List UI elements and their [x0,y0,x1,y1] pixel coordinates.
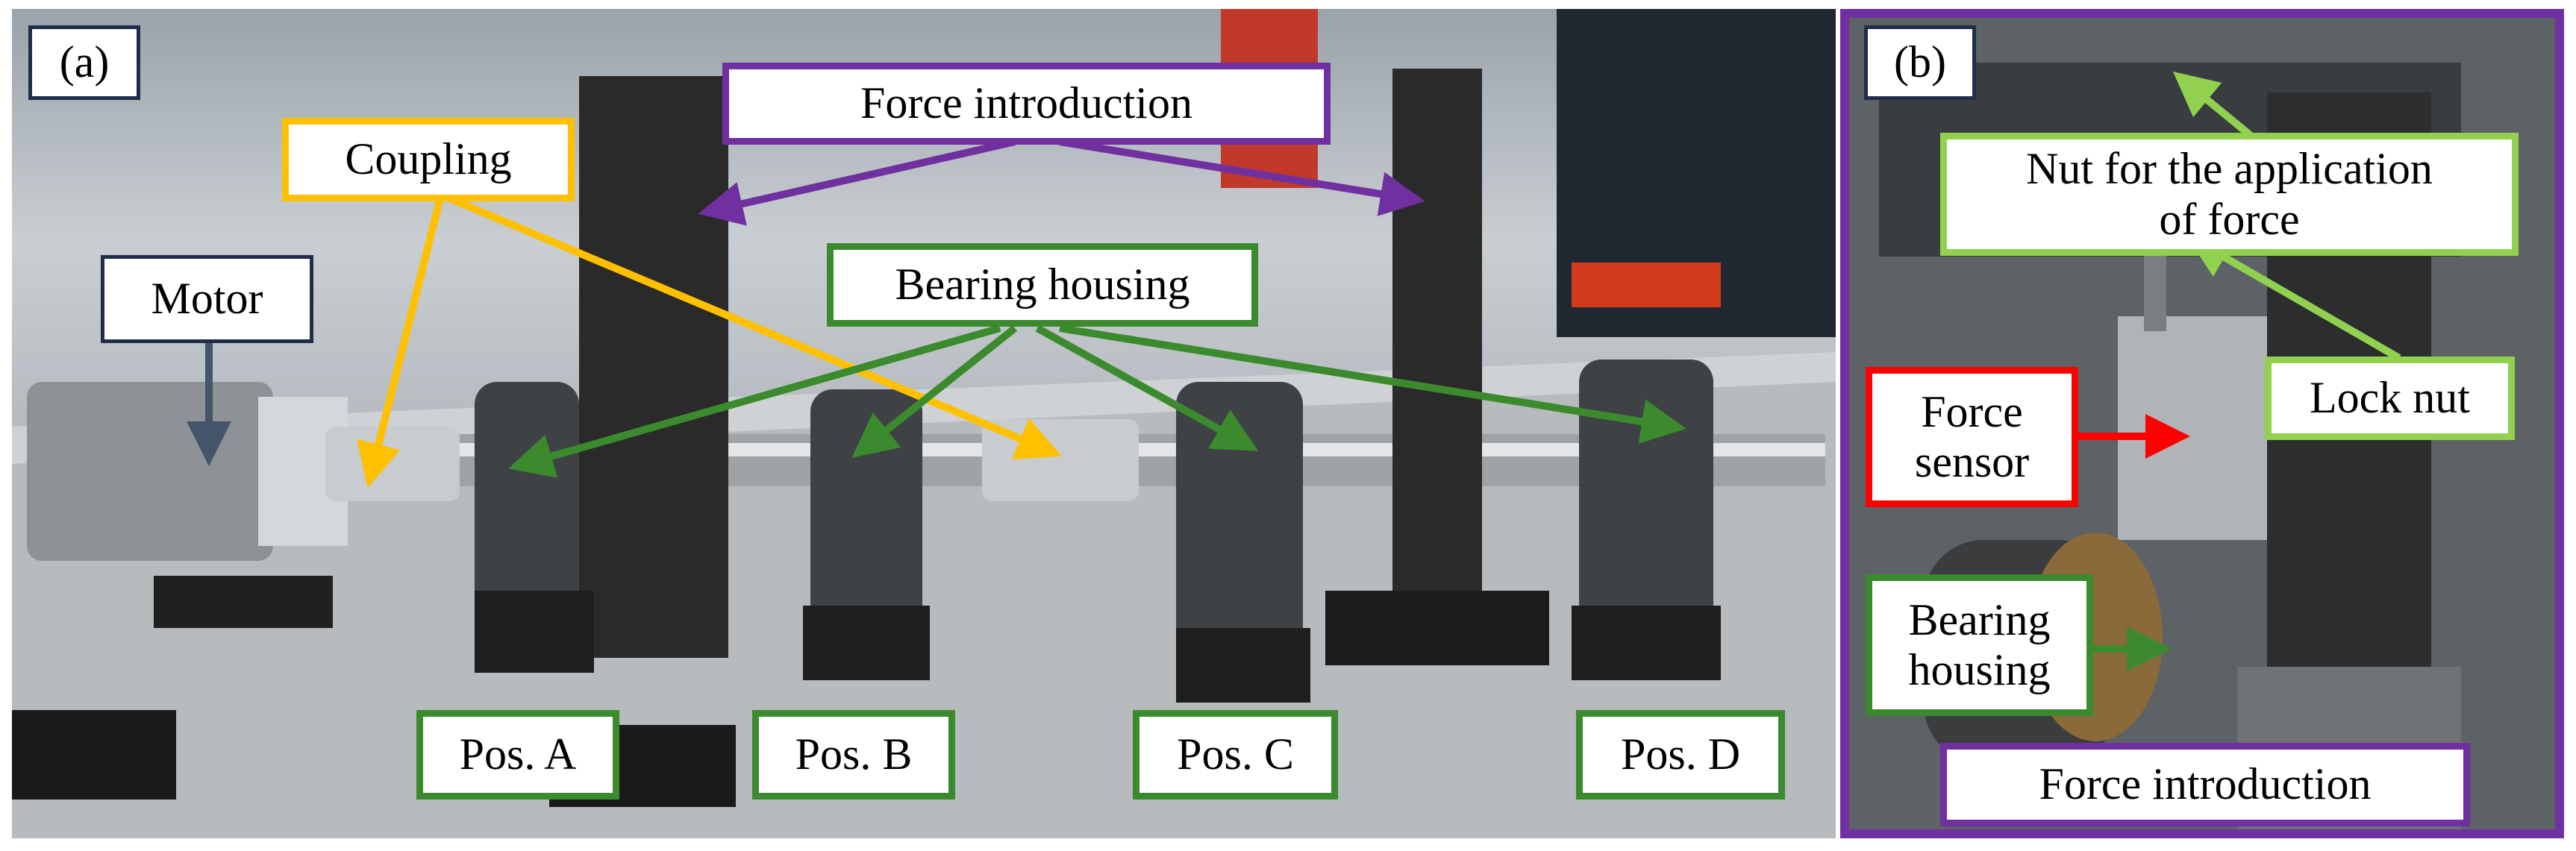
label-motor: Motor [101,255,313,343]
label-pos-b: Pos. B [752,710,955,800]
arrow-force-right [1059,138,1425,216]
label-nut-line-2: of force [2159,194,2300,244]
label-nut-for-force: Nut for the application of force [1940,133,2519,256]
label-pos-c: Pos. C [1133,710,1338,800]
arrow-lock-nut [2186,235,2401,362]
arrow-bearing-a [508,324,1001,478]
arrow-force-left [698,138,1016,226]
arrow-bearing-b [851,325,1018,458]
label-force-sensor-line-1: Force [1921,386,2023,436]
label-bearing-housing: Bearing housing [827,243,1258,327]
panel-b-tag: (b) [1864,25,1976,100]
label-pos-a: Pos. A [416,710,619,800]
arrow-coupling-left [357,196,444,489]
label-coupling: Coupling [282,118,575,201]
label-lock-nut: Lock nut [2265,357,2515,440]
arrow-coupling-right [446,194,1062,459]
arrow-nut [2172,71,2257,141]
label-bearing-housing-b: Bearing housing [1866,574,2093,716]
label-bearing-line-2: housing [1908,645,2051,694]
arrow-bearing-c [1035,324,1259,451]
label-force-introduction: Force introduction [722,63,1331,145]
arrow-bearing-d [1059,324,1686,444]
label-nut-line-1: Nut for the application [2026,144,2433,194]
label-force-sensor: Force sensor [1866,367,2078,507]
label-force-introduction-b: Force introduction [1940,743,2470,826]
label-force-sensor-line-2: sensor [1914,437,2030,486]
label-pos-d: Pos. D [1576,710,1785,800]
label-bearing-line-1: Bearing [1908,594,2051,644]
panel-a-tag: (a) [28,25,140,100]
